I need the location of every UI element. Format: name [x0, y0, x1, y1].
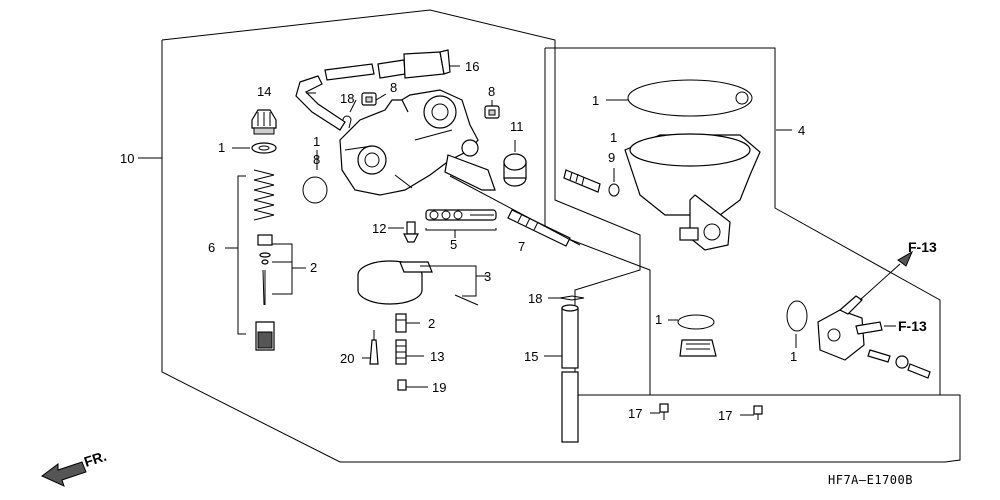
plug — [503, 153, 527, 187]
callout-16: 16 — [465, 59, 479, 74]
drain-screw — [397, 379, 407, 391]
callout-1: 1 — [313, 134, 320, 149]
needle-jet — [395, 313, 407, 333]
callout-14: 14 — [257, 84, 271, 99]
callout-8: 8 — [488, 84, 495, 99]
callout-8: 8 — [313, 152, 320, 167]
callout-15: 15 — [524, 349, 538, 364]
chamber-gasket — [627, 79, 753, 117]
callout-13: 13 — [430, 349, 444, 364]
callout-7: 7 — [518, 239, 525, 254]
callout-1: 1 — [655, 312, 662, 327]
callout-11: 11 — [510, 119, 524, 134]
callout-6: 6 — [208, 240, 215, 255]
callout-10: 10 — [120, 151, 134, 166]
callout-1: 1 — [790, 349, 797, 364]
callout-3: 3 — [484, 269, 491, 284]
direction-label: FR. — [82, 448, 108, 470]
cap-small-right — [484, 105, 500, 119]
air-screw — [507, 209, 571, 247]
drain-tube — [559, 295, 585, 443]
callout-18: 18 — [340, 91, 354, 106]
callout-1: 1 — [610, 130, 617, 145]
throttle-spring — [253, 169, 275, 221]
callout-18: 18 — [528, 291, 542, 306]
callout-12: 12 — [372, 221, 386, 236]
breather-hose — [324, 49, 451, 81]
fuel-hose — [295, 75, 346, 131]
callout-20: 20 — [340, 351, 354, 366]
carburetor-body — [339, 89, 496, 196]
callout-1: 1 — [592, 93, 599, 108]
chamber-screw — [563, 169, 601, 193]
top-cap — [251, 109, 277, 135]
callout-5: 5 — [450, 237, 457, 252]
callout-19: 19 — [432, 380, 446, 395]
jet-needle — [262, 269, 266, 306]
main-jet — [403, 221, 419, 243]
callout-8: 8 — [390, 80, 397, 95]
o-ring-left — [302, 176, 328, 204]
washer — [251, 142, 277, 154]
callout-2: 2 — [428, 316, 435, 331]
float-chamber-boundary — [544, 47, 941, 396]
bolt-right — [753, 405, 763, 420]
throttle-valve — [255, 321, 275, 351]
slow-jet — [395, 339, 407, 365]
cap-small-left — [361, 92, 377, 106]
callout-2: 2 — [310, 260, 317, 275]
figure-ref-lower: F-13 — [898, 318, 927, 334]
needle-clip — [257, 234, 273, 265]
figure-ref-upper: F-13 — [908, 239, 937, 255]
callout-9: 9 — [608, 150, 615, 165]
pilot-screw-set — [425, 209, 497, 221]
diagram-code: HF7A—E1700B — [828, 473, 913, 487]
valve-screw — [867, 349, 931, 379]
drain-plug — [677, 314, 717, 357]
float-chamber — [624, 133, 761, 251]
direction-arrow-icon — [41, 461, 87, 487]
callout-17: 17 — [628, 406, 642, 421]
float-pin — [369, 330, 379, 365]
float — [357, 260, 433, 305]
fuel-valve — [786, 295, 883, 361]
bolt-left — [659, 403, 669, 420]
o-ring-small — [608, 183, 620, 197]
hose-clip — [342, 115, 352, 129]
callout-1: 1 — [218, 140, 225, 155]
callout-4: 4 — [798, 123, 805, 138]
callout-17: 17 — [718, 408, 732, 423]
